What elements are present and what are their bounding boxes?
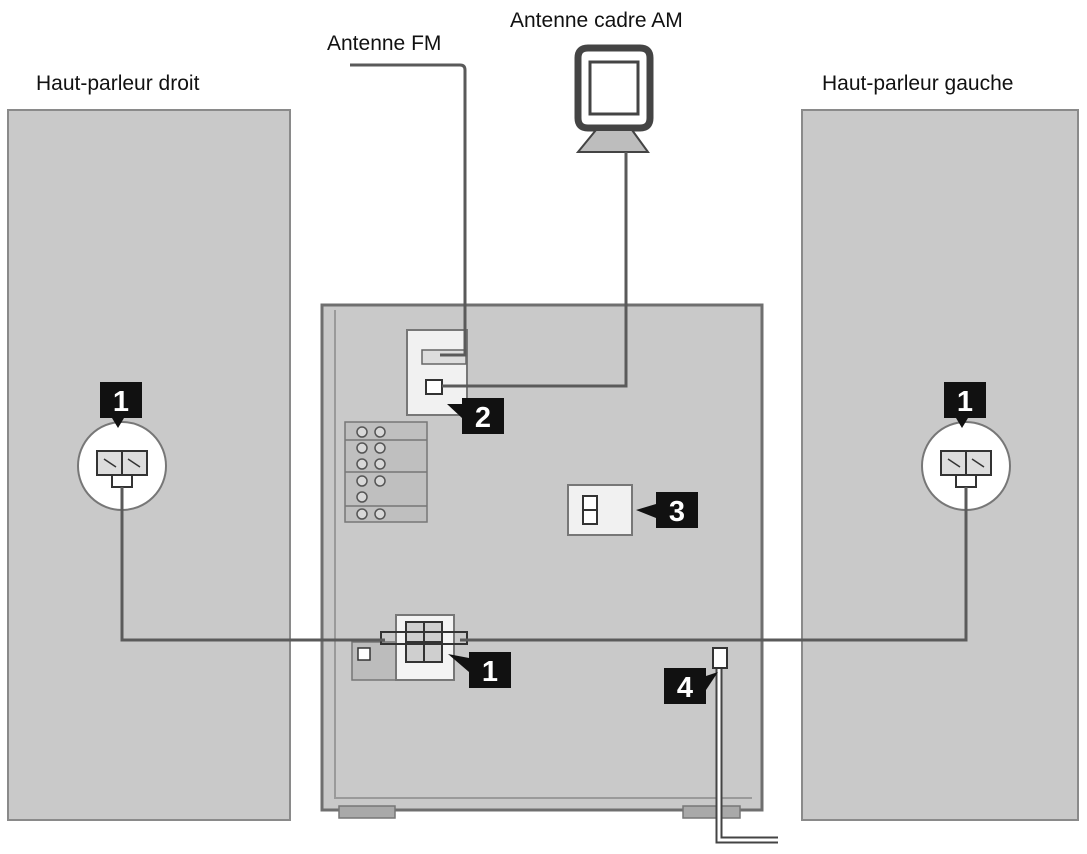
callout-1-right-speaker: 1 — [100, 382, 142, 428]
main-unit — [320, 303, 764, 819]
voltage-selector — [567, 484, 633, 536]
callout-3-voltage-text: 3 — [669, 496, 685, 528]
wires — [120, 63, 968, 844]
left-speaker-terminal — [921, 421, 1011, 511]
callout-2-antenna: 2 — [447, 398, 504, 434]
av-jack-panel — [344, 421, 428, 523]
power-cord-plug — [712, 647, 728, 669]
callout-4-power-text: 4 — [677, 672, 693, 704]
left-speaker-label: Haut-parleur gauche — [822, 72, 1013, 95]
callout-1-left-speaker: 1 — [944, 382, 986, 428]
callout-4-power: 4 — [664, 668, 718, 704]
right-speaker-terminal — [77, 421, 167, 511]
callout-2-antenna-text: 2 — [475, 402, 491, 434]
fm-antenna-label: Antenne FM — [327, 32, 441, 55]
small-jack — [351, 641, 399, 681]
callout-3-voltage: 3 — [636, 492, 698, 528]
right-speaker-label: Haut-parleur droit — [36, 72, 200, 95]
callout-1-left-speaker-text: 1 — [957, 386, 973, 418]
antenna-terminal-block — [406, 329, 468, 416]
callout-1-main-terminal: 1 — [448, 652, 511, 688]
am-antenna-label: Antenne cadre AM — [510, 9, 683, 32]
main-speaker-terminal — [380, 614, 468, 681]
am-loop-antenna — [574, 44, 654, 153]
callout-1-right-speaker-text: 1 — [113, 386, 129, 418]
callout-1-main-terminal-text: 1 — [482, 656, 498, 688]
